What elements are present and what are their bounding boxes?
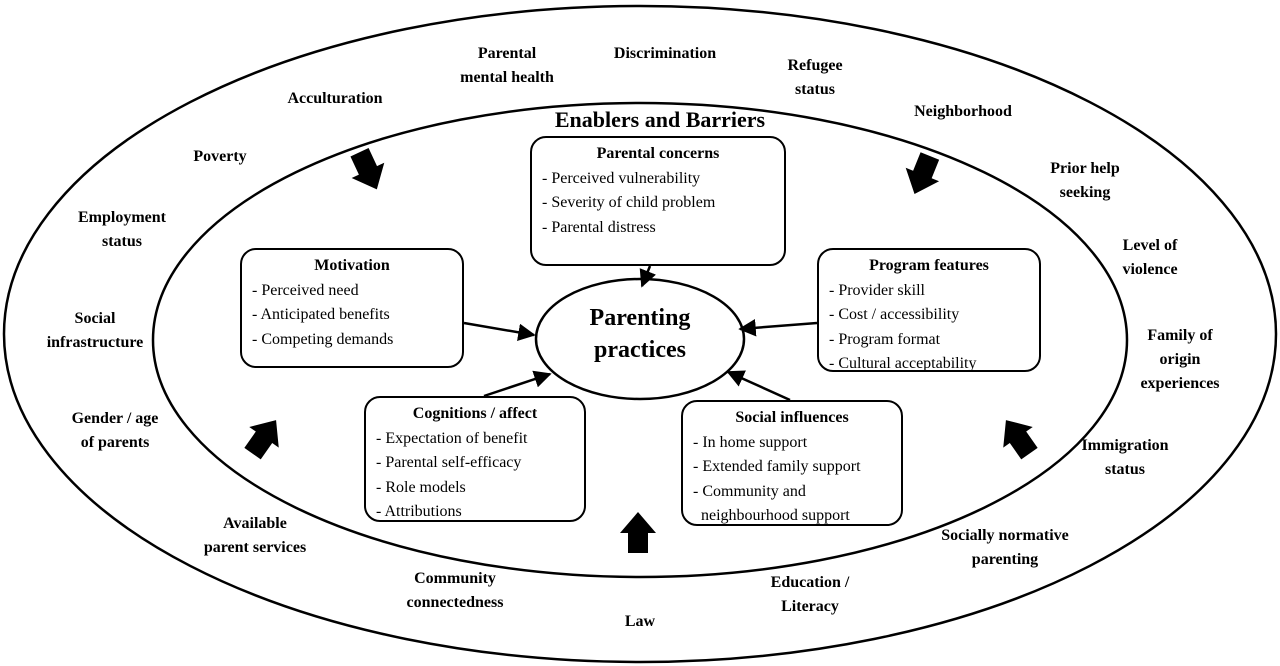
arrow-cognitions-to-center [483, 370, 552, 398]
factor-education-literacy: Education / Literacy [770, 574, 850, 615]
center-label-parenting-practices: Parenting practices [589, 305, 691, 363]
diagram-title: Enablers and Barriers [554, 107, 766, 132]
box-motivation-title: Motivation [314, 257, 390, 274]
box-parental-concerns-item: - Perceived vulnerability [542, 169, 701, 187]
box-social-influences-item: - Community and [693, 482, 806, 500]
block-arrow-bottom [620, 512, 656, 553]
box-program-features: Program features - Provider skill - Cost… [817, 248, 1041, 372]
box-program-features-item: - Program format [829, 330, 941, 348]
box-cognitions-affect-item: - Parental self-efficacy [376, 454, 522, 471]
factor-immigration-status: Immigration status [1081, 437, 1169, 478]
box-motivation-item: - Competing demands [252, 330, 394, 348]
box-motivation-item: - Anticipated benefits [252, 306, 390, 323]
box-program-features-title: Program features [869, 257, 989, 274]
box-motivation: Motivation - Perceived need - Anticipate… [240, 248, 464, 368]
box-cognitions-affect-item: - Expectation of benefit [376, 429, 528, 447]
box-social-influences-title: Social influences [735, 409, 849, 426]
block-arrow-top-right [905, 152, 940, 194]
box-parental-concerns-item: - Severity of child problem [542, 194, 716, 211]
factor-parental-mental-health: Parental mental health [460, 45, 554, 86]
factor-neighborhood: Neighborhood [914, 103, 1012, 120]
box-motivation-item: - Perceived need [252, 281, 359, 299]
box-cognitions-affect-title: Cognitions / affect [412, 405, 538, 422]
box-program-features-item: - Cost / accessibility [829, 306, 960, 323]
box-program-features-item: - Cultural acceptability [829, 355, 977, 372]
block-arrow-top-left [350, 147, 385, 190]
arrow-concerns-to-center [639, 265, 656, 288]
inner-ellipse [151, 101, 1129, 579]
box-parental-concerns: Parental concerns - Perceived vulnerabil… [530, 136, 786, 266]
factor-employment-status: Employment status [78, 209, 166, 250]
box-parental-concerns-title: Parental concerns [596, 145, 720, 162]
factor-refugee-status: Refugee status [787, 57, 843, 98]
factor-level-of-violence: Level of violence [1122, 237, 1178, 278]
factor-acculturation: Acculturation [287, 90, 383, 107]
box-social-influences-item: - In home support [693, 433, 808, 451]
factor-community-connectedness: Community connectedness [406, 570, 504, 611]
factor-available-parent-services: Available parent services [203, 515, 307, 556]
outer-ellipse [2, 4, 1278, 664]
arrow-motivation-to-center [463, 321, 536, 341]
factor-prior-help-seeking: Prior help seeking [1050, 160, 1120, 201]
block-arrow-left [244, 420, 279, 460]
box-social-influences: Social influences - In home support - Ex… [681, 400, 903, 526]
box-social-influences-item: neighbourhood support [693, 507, 850, 524]
box-cognitions-affect-item: - Attributions [376, 503, 462, 520]
factor-law: Law [624, 613, 656, 630]
factor-socially-normative-parenting: Socially normative parenting [941, 527, 1069, 568]
box-cognitions-affect-item: - Role models [376, 478, 466, 496]
box-social-influences-item: - Extended family support [693, 458, 861, 475]
arrow-program-to-center [738, 319, 818, 337]
box-program-features-item: - Provider skill [829, 281, 925, 299]
factor-discrimination: Discrimination [613, 45, 717, 62]
factor-family-of-origin-experiences: Family of origin experiences [1140, 327, 1220, 392]
factor-gender-age-of-parents: Gender / age of parents [71, 410, 159, 451]
factor-social-infrastructure: Social infrastructure [46, 310, 144, 351]
factor-poverty: Poverty [193, 148, 247, 165]
arrow-social-to-center [726, 370, 791, 402]
box-parental-concerns-item: - Parental distress [542, 218, 656, 236]
box-cognitions-affect: Cognitions / affect - Expectation of ben… [364, 396, 586, 522]
block-arrow-right [1003, 420, 1038, 460]
